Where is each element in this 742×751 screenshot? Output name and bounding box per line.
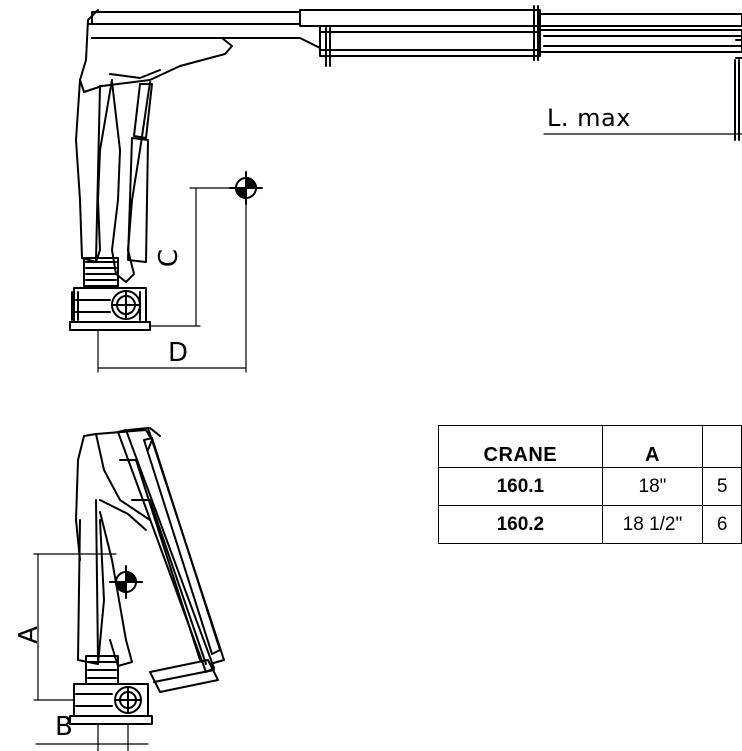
dimension-label-d: D	[168, 338, 189, 368]
folded-crane	[33, 427, 225, 751]
dimension-label-a: A	[13, 626, 44, 644]
dimension-label-c: C	[154, 248, 185, 268]
dimension-label-l-max: L. max	[547, 104, 631, 132]
dimension-label-b: B	[55, 712, 73, 742]
extended-crane	[69, 5, 742, 373]
